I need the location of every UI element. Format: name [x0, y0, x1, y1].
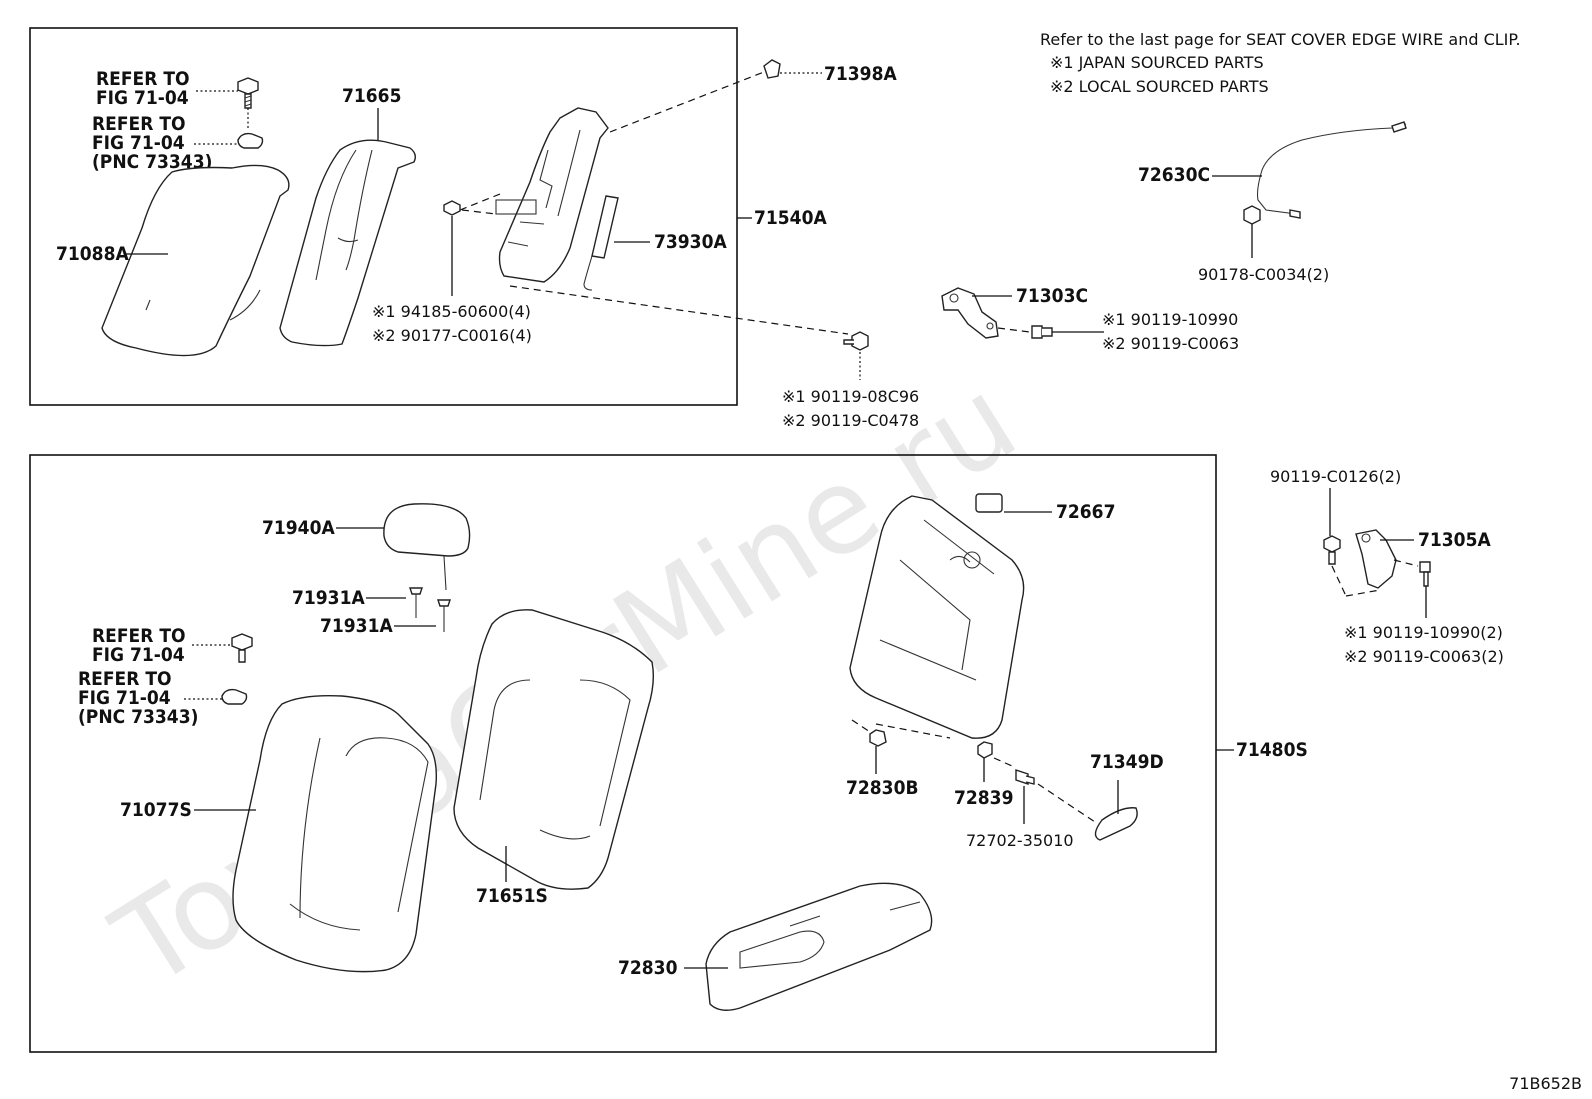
- hinge-label: 71305A: [1418, 529, 1491, 551]
- hinge-bolt-japan-label: ※1 90119-10990(2): [1344, 623, 1503, 642]
- refer-to-label: REFER TO: [96, 68, 190, 90]
- hinge-part: [1355, 529, 1397, 589]
- seatback-pad-label: 71651S: [476, 885, 548, 907]
- bushing-label: 72839: [954, 787, 1013, 809]
- seatback-cover-label: 71077S: [120, 799, 192, 821]
- armrest-part: [705, 882, 933, 1011]
- lock-cover-label: 72667: [1056, 501, 1115, 523]
- bolt-local-label: ※2 90119-C0478: [782, 411, 919, 430]
- hinge-bolt-top-label: 90119-C0126(2): [1270, 467, 1401, 486]
- refer-fig-label: FIG 71-04: [78, 687, 171, 709]
- support-label: 71931A: [320, 615, 393, 637]
- note-line-2: ※1 JAPAN SOURCED PARTS: [1050, 53, 1264, 72]
- refer-to-label: REFER TO: [92, 113, 186, 135]
- bolt-icon: [1323, 535, 1341, 565]
- bushing-icon: [977, 741, 993, 759]
- bolt-icon: [843, 331, 869, 351]
- frame-clip-part: [763, 59, 781, 79]
- refer-to-label: REFER TO: [78, 668, 172, 690]
- bracket-bolt-local-label: ※2 90119-C0063: [1102, 334, 1239, 353]
- release-cable-part: [1256, 121, 1407, 219]
- clip-icon: [237, 132, 264, 149]
- bolt-icon: [1031, 325, 1053, 339]
- pad-label: 71665: [342, 85, 401, 107]
- actuator-part: [583, 195, 619, 291]
- armrest-label: 72830: [618, 957, 678, 979]
- bracket-bolt-japan-label: ※1 90119-10990: [1102, 310, 1238, 329]
- lower-group-frame: [29, 454, 1217, 1053]
- screw-icon: [443, 200, 461, 216]
- clip-icon: [221, 688, 248, 705]
- stopper-icon: [869, 729, 887, 747]
- seatback-cover-part: [232, 694, 438, 973]
- frame-clip-label: 71398A: [824, 63, 897, 85]
- bolt-icon: [1419, 561, 1431, 587]
- seatback-pad-part: [453, 609, 655, 890]
- hinge-bolt-icon: [1015, 769, 1035, 785]
- headrest-support-icon: [409, 587, 451, 632]
- refer-pnc-label: (PNC 73343): [92, 151, 212, 173]
- refer-pnc-label: (PNC 73343): [78, 706, 198, 728]
- refer-fig-label: FIG 71-04: [96, 87, 189, 109]
- upper-group-frame: [29, 27, 738, 406]
- bracket-part: [941, 287, 999, 339]
- refer-to-label: REFER TO: [92, 625, 186, 647]
- bolt-japan-label: ※1 90119-08C96: [782, 387, 919, 406]
- hinge-bolt-local-label: ※2 90119-C0063(2): [1344, 647, 1504, 666]
- seatback-frame-part: [849, 495, 1025, 739]
- bracket-label: 71303C: [1016, 285, 1088, 307]
- seatback-assembly-label: 71480S: [1236, 739, 1308, 761]
- screw-icon: [237, 77, 259, 109]
- screw-icon: [231, 633, 253, 663]
- stopper-label: 72830B: [846, 777, 919, 799]
- support-label: 71931A: [292, 587, 365, 609]
- screw-local-label: ※2 90177-C0016(4): [372, 326, 532, 345]
- headrest-part: [383, 503, 471, 591]
- headrest-label: 71940A: [262, 517, 335, 539]
- seatback-pad-part: [279, 139, 417, 347]
- seatback-cover-part: [101, 164, 290, 357]
- note-line-3: ※2 LOCAL SOURCED PARTS: [1050, 77, 1269, 96]
- cable-nut-label: 90178-C0034(2): [1198, 265, 1329, 284]
- refer-fig-label: FIG 71-04: [92, 644, 185, 666]
- cover-label: 71088A: [56, 243, 129, 265]
- lock-cover-part: [975, 493, 1003, 513]
- note-line-1: Refer to the last page for SEAT COVER ED…: [1040, 30, 1521, 49]
- screw-japan-label: ※1 94185-60600(4): [372, 302, 531, 321]
- diagram-id: 71B652B: [1509, 1074, 1582, 1093]
- frame-assembly-label: 71540A: [754, 207, 827, 229]
- nut-icon: [1243, 205, 1261, 225]
- release-cable-label: 72630C: [1138, 164, 1210, 186]
- hinge-cover-part: [1094, 807, 1138, 841]
- actuator-label: 73930A: [654, 231, 727, 253]
- seatback-frame-part: [495, 107, 609, 283]
- hinge-cover-label: 71349D: [1090, 751, 1164, 773]
- hinge-bolt-label: 72702-35010: [966, 831, 1074, 850]
- refer-fig-label: FIG 71-04: [92, 132, 185, 154]
